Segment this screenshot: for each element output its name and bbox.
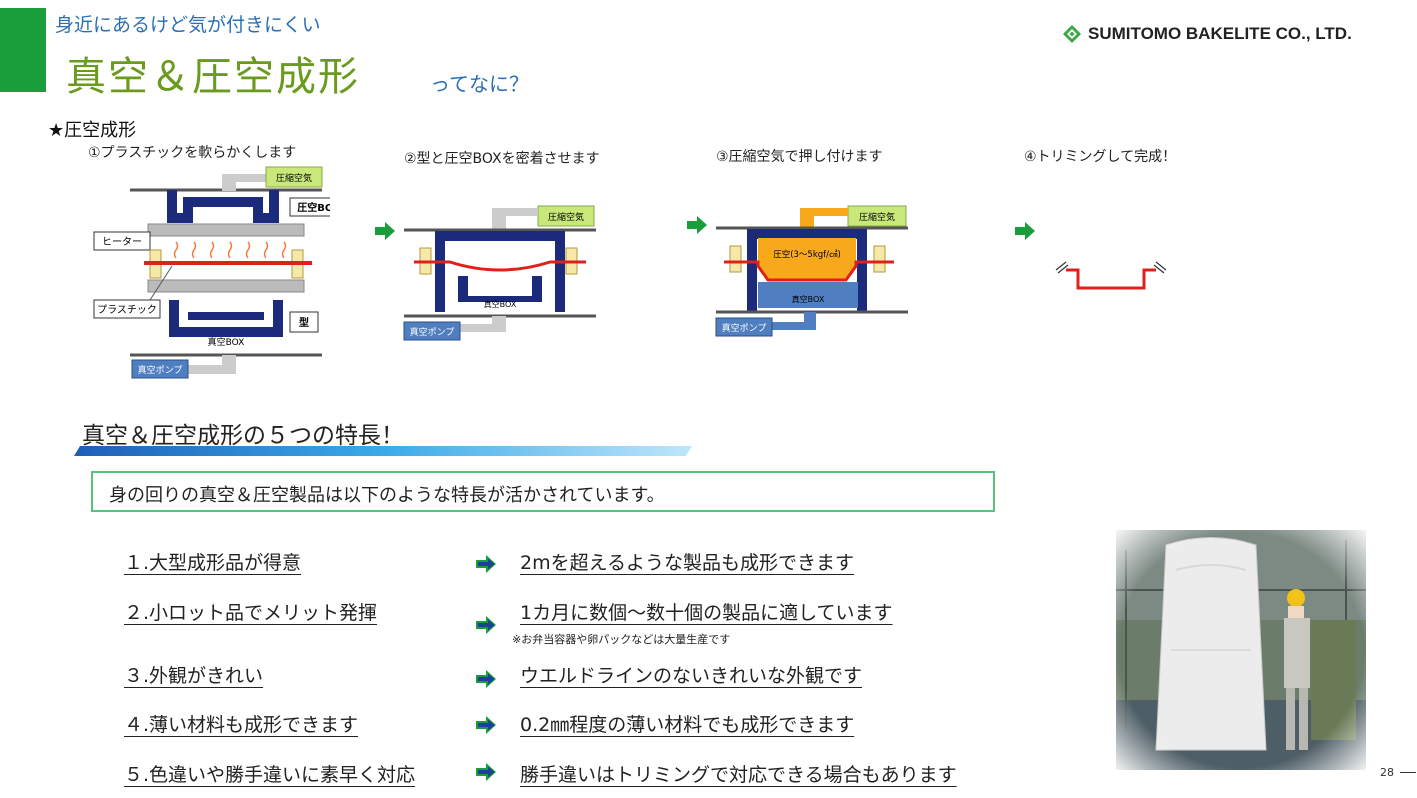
diagram-label: ヒーター: [102, 236, 142, 248]
step-4-label: ④トリミングして完成！: [1024, 149, 1177, 165]
arrow-right-icon: [476, 555, 496, 573]
diagram-label: 圧縮空気: [548, 211, 584, 223]
page-number: 28: [1380, 766, 1416, 779]
header-subtitle: 身近にあるけど気が付きにくい: [55, 14, 321, 36]
step-3-label: ③圧縮空気で押し付けます: [716, 149, 883, 165]
diagram-label: 真空ポンプ: [410, 326, 455, 338]
feature-5-detail: 勝手違いはトリミングで対応できる場合もあります: [520, 764, 957, 786]
diagram-label: 圧縮空気: [276, 172, 312, 184]
company-logo: SUMITOMO BAKELITE CO., LTD.: [1062, 24, 1352, 44]
page-number-value: 28: [1380, 766, 1394, 779]
feature-4-detail: 0.2㎜程度の薄い材料でも成形できます: [520, 714, 855, 736]
arrow-right-icon: [1015, 222, 1035, 240]
step-2-label: ②型と圧空BOXを密着させます: [404, 151, 600, 167]
feature-5-label: ５.色違いや勝手違いに素早く対応: [124, 764, 416, 786]
feature-2-note: ※お弁当容器や卵パックなどは大量生産です: [512, 633, 731, 646]
step-3-diagram: 圧縮空気 圧空(3〜5kgf/㎠) 真空BOX 真空ポンプ: [715, 205, 908, 337]
company-name: SUMITOMO BAKELITE CO., LTD.: [1088, 24, 1352, 43]
arrow-right-icon: [687, 216, 707, 234]
diagram-label: 真空ポンプ: [138, 364, 183, 376]
arrow-right-icon: [476, 670, 496, 688]
diagram-label: 圧空BOX: [297, 201, 330, 214]
diagram-label: 真空BOX: [792, 294, 825, 304]
feature-3-detail: ウエルドラインのないきれいな外観です: [520, 665, 863, 687]
diagram-label: プラスチック: [97, 304, 157, 316]
page-number-dash: [1400, 772, 1416, 773]
step-4-diagram: [1055, 261, 1167, 290]
feature-1-detail: 2mを超えるような製品も成形できます: [520, 552, 855, 574]
step-2-diagram: 圧縮空気 真空BOX 真空ポンプ: [403, 205, 596, 341]
feature-1-label: １.大型成形品が得意: [124, 552, 302, 574]
feature-2-label: ２.小ロット品でメリット発揮: [124, 602, 378, 624]
features-intro-box: 身の回りの真空＆圧空製品は以下のような特長が活かされています。: [91, 471, 995, 512]
page-title-suffix: ってなに？: [430, 72, 529, 96]
arrow-right-icon: [476, 616, 496, 634]
arrow-right-icon: [476, 716, 496, 734]
diagram-label: 真空BOX: [208, 336, 245, 348]
features-title: 真空＆圧空成形の５つの特長！: [82, 423, 404, 449]
feature-4-label: ４.薄い材料も成形できます: [124, 714, 359, 736]
logo-diamond-icon: [1063, 25, 1081, 43]
diagram-label: 圧縮空気: [859, 211, 895, 223]
features-title-underline: [74, 446, 692, 456]
step-1-diagram: 圧縮空気 圧空BOX ヒーター プラスチック 型 真空BOX 真空ポンプ: [93, 166, 330, 379]
process-heading: ★圧空成形: [48, 120, 137, 141]
arrow-right-icon: [476, 763, 496, 781]
diagram-label: 真空ポンプ: [722, 322, 767, 334]
product-photo: [1116, 530, 1366, 770]
feature-2-detail: 1カ月に数個〜数十個の製品に適しています: [520, 602, 893, 624]
diagram-label: 型: [299, 316, 309, 329]
step-1-label: ①プラスチックを軟らかくします: [88, 145, 297, 161]
feature-3-label: ３.外観がきれい: [124, 665, 264, 687]
header-accent-bar: [0, 8, 46, 92]
page-title: 真空＆圧空成形: [66, 54, 360, 100]
diagram-label: 圧空(3〜5kgf/㎠): [773, 249, 841, 260]
diagram-label: 真空BOX: [484, 299, 517, 309]
arrow-right-icon: [375, 222, 395, 240]
